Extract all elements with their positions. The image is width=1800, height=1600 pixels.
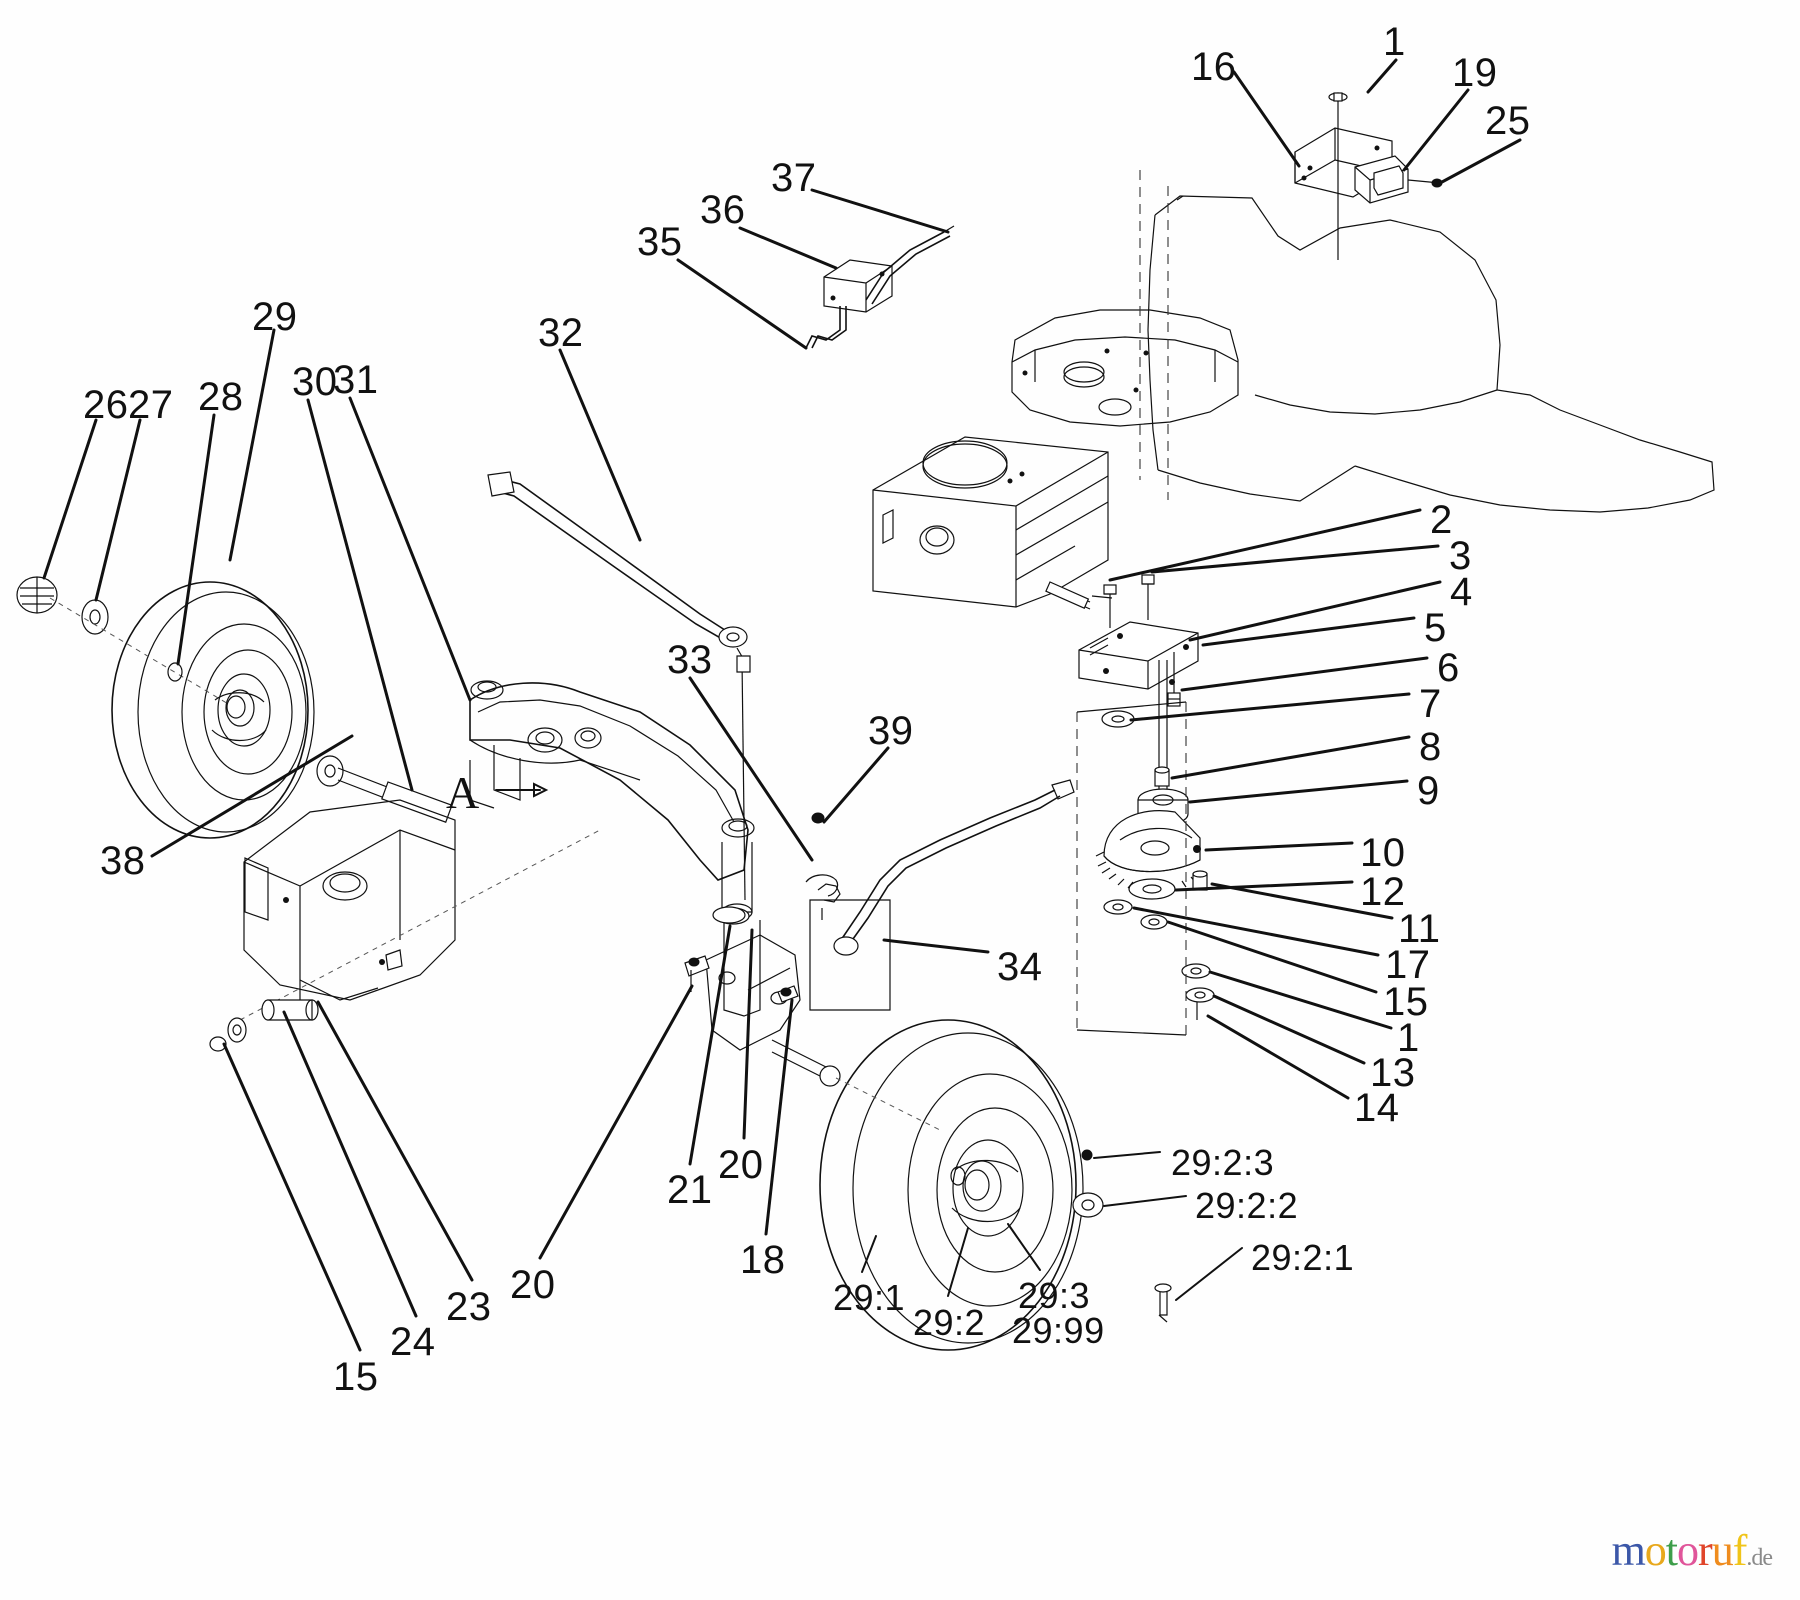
callout-29-3: 29:3 xyxy=(1018,1275,1091,1316)
callout-16: 16 xyxy=(1191,45,1237,89)
callout-24: 24 xyxy=(390,1320,436,1364)
left-front-wheel xyxy=(16,576,453,839)
callout-29-2-2: 29:2:2 xyxy=(1195,1185,1299,1226)
callout-9: 9 xyxy=(1417,769,1440,813)
callout-4: 4 xyxy=(1450,570,1473,614)
watermark-letter: o xyxy=(1677,1526,1699,1575)
callout-29-2-1: 29:2:1 xyxy=(1251,1237,1355,1278)
callout-11: 11 xyxy=(1398,907,1441,951)
callout-5: 5 xyxy=(1424,606,1447,650)
callout-23: 23 xyxy=(446,1285,492,1329)
callout-37: 37 xyxy=(771,156,817,200)
callout-30: 30 xyxy=(292,360,338,404)
callout-28: 28 xyxy=(198,375,244,419)
callout-10: 10 xyxy=(1360,831,1406,875)
watermark-letter: m xyxy=(1611,1526,1646,1575)
left-support-bracket xyxy=(209,799,601,1052)
steering-gear-hardware-stack xyxy=(1076,574,1215,1036)
callout-15-left: 15 xyxy=(333,1355,379,1399)
callout-39: 39 xyxy=(868,709,914,753)
right-front-wheel xyxy=(771,1019,1172,1351)
callout-29-1: 29:1 xyxy=(833,1277,906,1318)
watermark-letter: f xyxy=(1732,1526,1748,1575)
callout-7: 7 xyxy=(1419,682,1442,726)
callout-32: 32 xyxy=(538,311,584,355)
callout-6: 6 xyxy=(1437,646,1460,690)
callout-2: 2 xyxy=(1430,498,1453,542)
chassis-deck xyxy=(872,170,1715,610)
callout-20-mid: 20 xyxy=(718,1143,764,1187)
callout-29-2: 29:2 xyxy=(913,1302,986,1343)
watermark-letter: u xyxy=(1711,1526,1734,1575)
leader-lines xyxy=(42,58,1522,1352)
callout-29-left: 29 xyxy=(252,295,298,339)
callout-18: 18 xyxy=(740,1238,786,1282)
callout-34: 34 xyxy=(997,945,1043,989)
callout-19: 19 xyxy=(1452,51,1498,95)
watermark-letter: t xyxy=(1665,1526,1678,1575)
callout-14: 14 xyxy=(1354,1086,1400,1130)
callout-1-top: 1 xyxy=(1383,20,1406,64)
callout-20-left: 20 xyxy=(510,1263,556,1307)
callout-15-right: 15 xyxy=(1383,980,1429,1024)
watermark-letter: o xyxy=(1644,1526,1667,1575)
callout-33: 33 xyxy=(667,638,713,682)
callout-1-right: 1 xyxy=(1397,1016,1420,1060)
callout-8: 8 xyxy=(1419,725,1442,769)
callout-36: 36 xyxy=(700,188,746,232)
callout-12: 12 xyxy=(1360,870,1406,914)
watermark-letter: r xyxy=(1698,1526,1713,1575)
section-marker-a: A xyxy=(446,767,480,818)
upper-link-group xyxy=(805,225,955,349)
callout-29-2-3: 29:2:3 xyxy=(1171,1142,1275,1183)
callout-27: 27 xyxy=(128,383,174,427)
callout-25: 25 xyxy=(1485,99,1531,143)
top-bracket-group xyxy=(1294,92,1443,260)
callout-17: 17 xyxy=(1385,943,1431,987)
front-axle-assembly xyxy=(469,471,1075,1051)
watermark-tld: .de xyxy=(1746,1545,1773,1571)
callout-31: 31 xyxy=(333,358,379,402)
callout-35: 35 xyxy=(637,220,683,264)
motoruf-watermark: motoruf.de xyxy=(1611,1525,1773,1576)
callout-29-99: 29:99 xyxy=(1012,1310,1105,1351)
callout-26: 26 xyxy=(83,383,129,427)
callout-38: 38 xyxy=(100,839,146,883)
callout-3: 3 xyxy=(1449,534,1472,578)
callout-21: 21 xyxy=(667,1168,713,1212)
callout-13: 13 xyxy=(1370,1051,1416,1095)
